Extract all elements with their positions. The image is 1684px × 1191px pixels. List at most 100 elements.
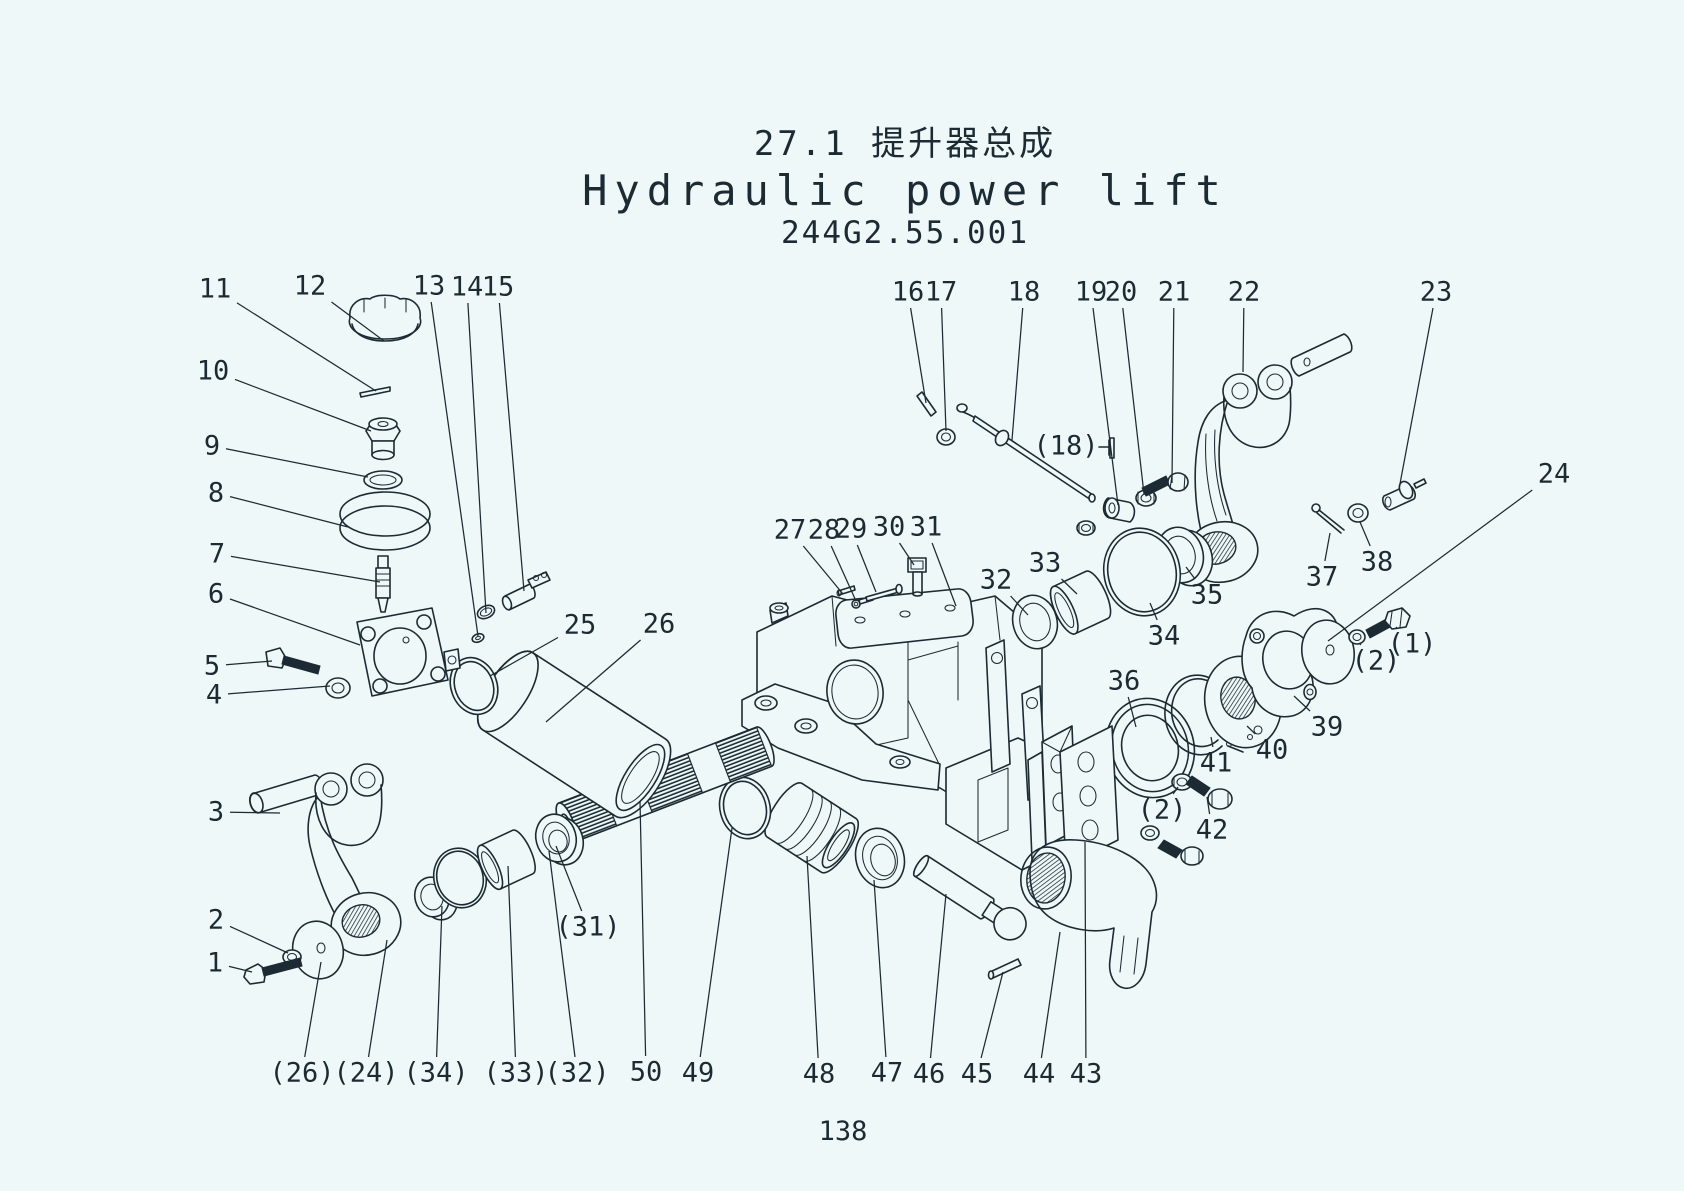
leader-line-33 — [1061, 578, 1078, 595]
callout-label-32: 32 — [980, 565, 1013, 596]
part-top-cover-plate — [835, 588, 974, 649]
part-seal-ring-47 — [854, 827, 906, 889]
part-nut-20b — [1076, 520, 1096, 536]
leader-line-1 — [228, 965, 253, 973]
callout-label-35: 35 — [1191, 580, 1224, 611]
part-lift-arm-left — [307, 763, 402, 957]
leader-line-p31p — [555, 845, 583, 912]
leader-line-p2p — [1358, 642, 1362, 646]
leader-line-29 — [856, 544, 877, 593]
leader-line-39 — [1293, 695, 1311, 712]
callout-label-40: 40 — [1256, 735, 1289, 766]
part-link-rod-46 — [912, 854, 1027, 941]
leader-line-12 — [331, 301, 385, 342]
part-valve-stem-7 — [375, 555, 391, 613]
leader-line-p33p — [507, 865, 517, 1058]
callout-label-3: 3 — [208, 797, 224, 828]
callout-label-48: 48 — [803, 1059, 836, 1090]
callout-label-10: 10 — [197, 356, 230, 387]
page-number: 138 — [819, 1116, 868, 1147]
part-bolt-42 — [1185, 775, 1233, 810]
leader-line-4 — [227, 685, 331, 695]
callout-label-p24p: (24) — [333, 1058, 398, 1089]
part-bolt-42b — [1157, 839, 1204, 866]
callout-label-p1p: (1) — [1388, 629, 1437, 660]
part-seal-32 — [1011, 594, 1059, 650]
part-bushing-33b — [476, 829, 536, 891]
callout-label-p31p: (31) — [555, 912, 620, 943]
leader-line-26 — [545, 639, 642, 723]
leader-line-31 — [931, 542, 957, 607]
callout-label-49: 49 — [682, 1058, 715, 1089]
callout-label-17: 17 — [925, 277, 958, 308]
leader-line-34 — [1149, 602, 1158, 621]
callout-label-45: 45 — [961, 1059, 994, 1090]
part-cotter-pin-37 — [1311, 503, 1345, 534]
part-pin-11 — [359, 386, 391, 398]
leader-line-p24p — [367, 939, 388, 1058]
callout-label-p2p: (2) — [1352, 646, 1401, 677]
callout-label-34: 34 — [1148, 621, 1181, 652]
callout-label-2: 2 — [208, 905, 224, 936]
callout-label-19: 19 — [1075, 277, 1108, 308]
callout-label-6: 6 — [208, 579, 224, 610]
leader-line-38 — [1359, 521, 1371, 547]
callout-label-p32p: (32) — [544, 1058, 609, 1089]
leader-line-45 — [980, 971, 1004, 1059]
part-bracket-43 — [1027, 725, 1119, 867]
callout-label-13: 13 — [413, 271, 446, 302]
callout-label-14: 14 — [451, 272, 484, 303]
callout-label-9: 9 — [204, 431, 220, 462]
callout-label-26: 26 — [643, 609, 676, 640]
callout-label-p26p: (26) — [269, 1058, 334, 1089]
callout-label-29: 29 — [835, 514, 868, 545]
part-o-ring-8 — [339, 491, 431, 551]
callout-label-42: 42 — [1196, 815, 1229, 846]
leader-line-11 — [236, 302, 377, 392]
part-washer-38 — [1347, 503, 1369, 523]
part-rocker-arm-44 — [1020, 839, 1158, 989]
part-pin-16 — [916, 391, 937, 417]
callout-label-7: 7 — [209, 539, 225, 570]
part-rod-29 — [865, 583, 903, 602]
leader-line-28 — [830, 545, 857, 602]
leader-line-36 — [1127, 696, 1137, 728]
leader-line-9 — [225, 448, 369, 478]
callout-label-18: 18 — [1008, 277, 1041, 308]
leader-line-23 — [1398, 307, 1434, 490]
leader-line-p2p — [1172, 786, 1179, 795]
callout-label-41: 41 — [1200, 748, 1233, 779]
leader-line-37 — [1324, 532, 1331, 562]
part-washer-4 — [325, 677, 351, 699]
leader-line-8 — [229, 495, 349, 528]
diagram-title-zh: 27.1 提升器总成 — [754, 124, 1056, 164]
leader-line-p34p — [435, 905, 443, 1058]
leader-line-25 — [489, 636, 559, 677]
part-piston-seal-48 — [764, 782, 859, 874]
leader-line-30 — [898, 542, 915, 566]
callout-label-p34p: (34) — [403, 1058, 468, 1089]
part-pin-arm-right — [1290, 333, 1353, 377]
callout-label-36: 36 — [1108, 666, 1141, 697]
callout-label-46: 46 — [913, 1059, 946, 1090]
leader-line-14 — [467, 302, 487, 614]
callout-label-25: 25 — [564, 610, 597, 641]
leader-line-47 — [873, 879, 887, 1058]
callout-label-30: 30 — [873, 512, 906, 543]
part-washer-17 — [936, 428, 956, 446]
leader-line-15 — [498, 302, 525, 592]
leader-line-16 — [909, 307, 927, 404]
leader-line-40 — [1246, 725, 1256, 735]
callout-label-4: 4 — [206, 680, 222, 711]
callout-label-12: 12 — [294, 271, 327, 302]
part-pin-45 — [987, 958, 1022, 980]
callout-label-p18p: (18) — [1033, 431, 1098, 462]
part-clamp-15 — [501, 571, 551, 611]
part-bolt-5 — [265, 647, 321, 675]
leader-line-17 — [940, 307, 947, 432]
part-o-ring-14 — [476, 604, 496, 620]
part-bolt-1 — [243, 957, 303, 985]
part-knob-12 — [348, 294, 422, 342]
